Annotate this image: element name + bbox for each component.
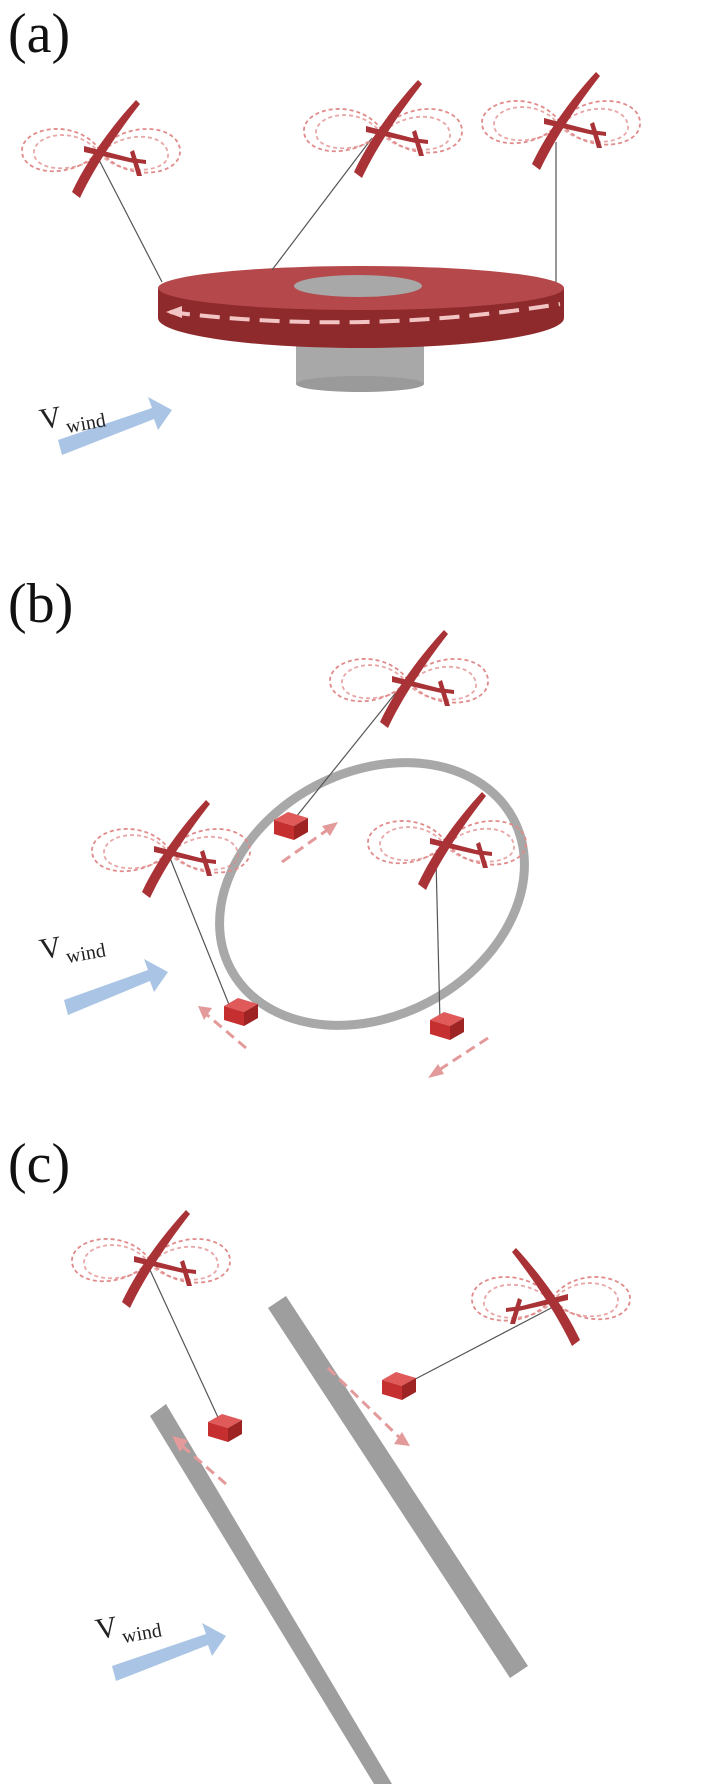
- wind-arrow-b: [64, 959, 168, 1015]
- panel-b: (b) Vwind: [0, 560, 713, 1120]
- kite-a2: [303, 79, 463, 179]
- tethers-c: [149, 1269, 556, 1427]
- panel-label-c: (c): [8, 1133, 71, 1195]
- parallel-rail-diagram: [71, 1209, 631, 1784]
- panel-c: (c) Vwind: [0, 1120, 713, 1784]
- kite-a1: [21, 99, 181, 199]
- carousel-disk: [158, 266, 564, 348]
- panel-a: (a) Vwind: [0, 0, 713, 560]
- closed-rail-diagram: [64, 629, 529, 1078]
- rail-left: [150, 1404, 392, 1784]
- tethers-a: [96, 137, 557, 283]
- rail-right: [268, 1296, 528, 1678]
- cart-c2: [382, 1372, 416, 1400]
- kite-b1: [329, 629, 489, 729]
- wind-arrow-a: [58, 397, 172, 455]
- panel-label-b: (b): [8, 573, 74, 635]
- oval-rail: [215, 758, 529, 1030]
- panel-label-a: (a): [8, 3, 71, 65]
- cart-b3: [430, 1012, 464, 1040]
- kite-c1: [71, 1209, 231, 1309]
- cart-c1: [208, 1414, 242, 1442]
- kite-a3: [481, 71, 641, 171]
- cart-arrows-c: [179, 1366, 402, 1486]
- wind-arrow-c: [112, 1623, 226, 1681]
- kite-c2: [471, 1247, 631, 1347]
- cart-arrows-b: [205, 826, 489, 1074]
- tethers-b: [169, 689, 441, 1023]
- carousel-diagram: [21, 71, 641, 455]
- cart-b1: [274, 812, 308, 840]
